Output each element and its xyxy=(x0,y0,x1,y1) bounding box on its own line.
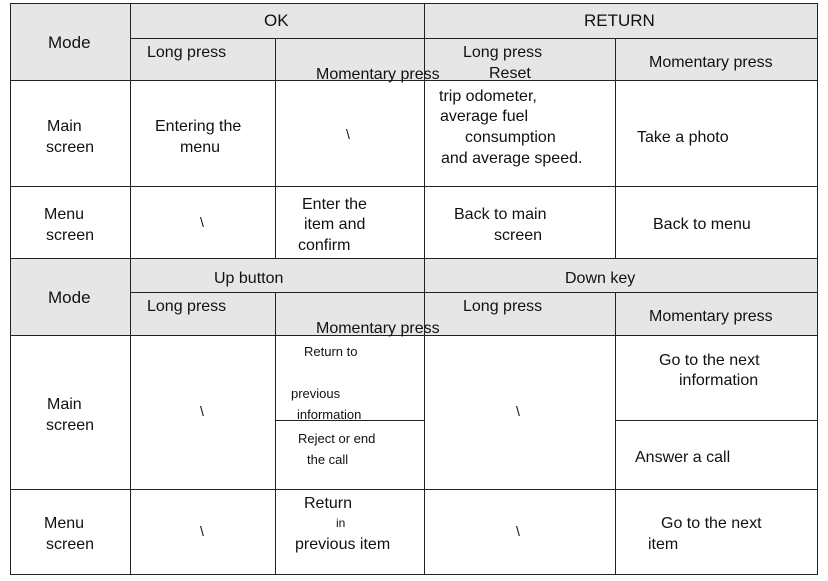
menu-up-momentary-line2: in xyxy=(336,516,346,530)
main-return-momentary-cell xyxy=(615,80,818,187)
main-return-long-line2: average fuel xyxy=(440,108,529,125)
main-up-momentary-2-line1: Reject or end xyxy=(298,431,376,446)
down-long-press-label: Long press xyxy=(463,298,543,315)
menu-down-momentary-line2: item xyxy=(648,536,679,553)
main-screen-label-line1: Main xyxy=(47,118,82,135)
menu-ok-long-value: \ xyxy=(200,214,204,230)
main-up-momentary-1-line1: Return to xyxy=(304,344,358,359)
menu-up-momentary-line3: previous item xyxy=(295,536,391,553)
main-ok-momentary-value: \ xyxy=(346,126,350,142)
menu-return-long-line2: screen xyxy=(494,227,543,244)
menu-screen-label-cell xyxy=(10,186,131,259)
main-up-momentary-2-line2: the call xyxy=(307,452,349,467)
main-ok-long-cell xyxy=(130,80,276,187)
main-ok-long-line2: menu xyxy=(180,139,221,156)
return-long-press-label: Long press xyxy=(463,44,543,61)
main-ok-momentary-cell xyxy=(275,80,425,187)
ok-header: OK xyxy=(264,11,289,30)
main-return-long-line4: and average speed. xyxy=(441,150,583,167)
ok-header-cell xyxy=(130,3,425,39)
up-long-press-label: Long press xyxy=(147,298,227,315)
ok-long-press-label: Long press xyxy=(147,44,227,61)
main-down-momentary-cell-2 xyxy=(615,420,818,490)
down-long-press-cell xyxy=(424,292,616,336)
ok-momentary-press-label: Momentary press xyxy=(316,66,440,83)
main-up-momentary-1-line2: previous xyxy=(291,386,341,401)
menu-up-momentary-line1: Return xyxy=(304,495,353,512)
return-momentary-press-cell xyxy=(615,38,818,81)
menu-return-momentary-cell xyxy=(615,186,818,259)
menu-ok-momentary-line2: item and xyxy=(304,216,366,233)
menu-return-long-line1: Back to main xyxy=(454,206,547,223)
main-down-long-value: \ xyxy=(516,403,520,419)
return-header: RETURN xyxy=(584,11,655,30)
main-up-long-cell xyxy=(130,335,276,490)
main-screen-label-cell xyxy=(10,80,131,187)
up-momentary-press-label: Momentary press xyxy=(316,320,440,337)
main-down-long-cell xyxy=(424,335,616,490)
menu-screen-label-2-line1: Menu xyxy=(44,515,85,532)
menu-ok-momentary-line3: confirm xyxy=(298,237,351,254)
menu-ok-momentary-line1: Enter the xyxy=(302,196,367,213)
menu-down-momentary-line1: Go to the next xyxy=(661,515,762,532)
menu-up-long-cell xyxy=(130,489,276,575)
menu-down-long-cell xyxy=(424,489,616,575)
main-screen-label-line2: screen xyxy=(46,139,95,156)
main-up-long-value: \ xyxy=(200,403,204,419)
menu-up-momentary-cell xyxy=(275,489,425,575)
menu-down-momentary-cell xyxy=(615,489,818,575)
main-screen-label-cell-2 xyxy=(10,335,131,490)
main-down-momentary-cell-1 xyxy=(615,335,818,421)
main-screen-label-2-line2: screen xyxy=(46,417,95,434)
main-return-long-line1: trip odometer, xyxy=(439,88,537,105)
main-return-momentary-value: Take a photo xyxy=(637,129,729,146)
menu-screen-label-line1: Menu xyxy=(44,206,85,223)
menu-screen-label-cell-2 xyxy=(10,489,131,575)
main-screen-label-2-line1: Main xyxy=(47,396,82,413)
ok-long-press-cell xyxy=(130,38,276,81)
up-header: Up button xyxy=(214,270,284,287)
main-down-momentary-1-line2: information xyxy=(679,372,759,389)
down-header: Down key xyxy=(565,270,636,287)
main-down-momentary-1-line1: Go to the next xyxy=(659,352,760,369)
menu-screen-label-line2: screen xyxy=(46,227,95,244)
menu-return-momentary-value: Back to menu xyxy=(653,216,751,233)
menu-up-long-value: \ xyxy=(200,523,204,539)
mode-header: Mode xyxy=(48,33,91,52)
return-momentary-press-label: Momentary press xyxy=(649,54,773,71)
main-down-momentary-2-value: Answer a call xyxy=(635,449,731,466)
mode-header-cell xyxy=(10,3,131,81)
menu-down-long-value: \ xyxy=(516,523,520,539)
menu-screen-label-2-line2: screen xyxy=(46,536,95,553)
menu-return-long-cell xyxy=(424,186,616,259)
up-header-cell xyxy=(130,258,425,293)
return-long-press-cell xyxy=(424,38,616,81)
return-reset-label: Reset xyxy=(489,65,531,82)
main-ok-long-line1: Entering the xyxy=(155,118,242,135)
main-return-long-line3: consumption xyxy=(465,129,556,146)
down-momentary-press-label: Momentary press xyxy=(649,308,773,325)
mode-header-2: Mode xyxy=(48,288,91,307)
main-up-momentary-1-line3: information xyxy=(297,407,362,422)
